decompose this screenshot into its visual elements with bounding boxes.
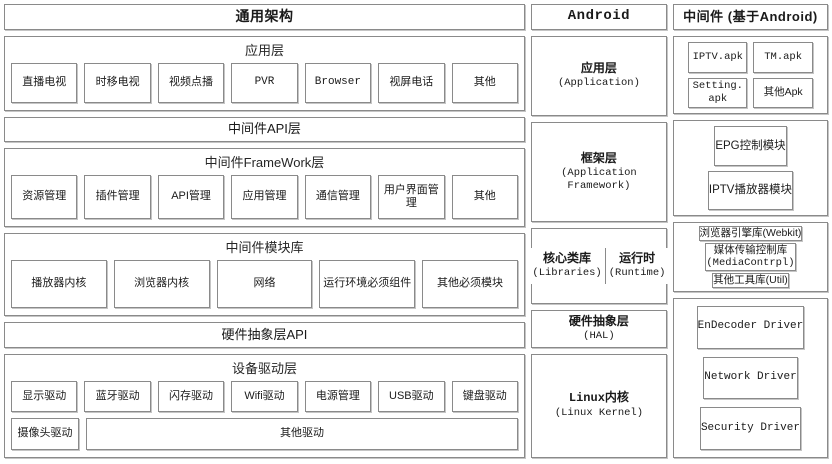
middleware-module-library-title: 中间件模块库 (225, 240, 304, 256)
mod-item-player-core[interactable]: 播放器内核 (11, 260, 107, 308)
app-item-live-tv[interactable]: 直播电视 (11, 62, 78, 103)
app-item-pvr[interactable]: PVR (231, 62, 298, 103)
driver-endecoder[interactable]: EnDecoder Driver (696, 306, 805, 349)
module-iptv-player[interactable]: IPTV播放器模块 (707, 170, 793, 210)
android-framework-layer[interactable]: 框架层 (Application Framework) (530, 122, 667, 222)
fw-item-plugin-mgmt[interactable]: 插件管理 (84, 175, 151, 220)
fw-item-other[interactable]: 其他 (451, 175, 518, 220)
left-column-header: 通用架构 (4, 4, 525, 30)
apk-setting[interactable]: Setting. apk (688, 77, 748, 108)
library-util-line1: 其他工具库(Util) (713, 274, 788, 287)
drv-item-flash[interactable]: 闪存驱动 (157, 380, 225, 413)
drv-item-bluetooth[interactable]: 蓝牙驱动 (84, 380, 151, 413)
column-android: Android 应用层 (Application) 框架层 (Applicati… (529, 4, 669, 458)
middleware-column-header: 中间件 (基于Android) (672, 4, 828, 30)
app-item-vod[interactable]: 视频点播 (157, 62, 225, 103)
library-media-transport[interactable]: 媒体传输控制库 (MediaContrpl) (705, 242, 796, 272)
drv-item-power[interactable]: 电源管理 (304, 380, 372, 413)
middleware-framework-row: 资源管理 插件管理 API管理 应用管理 通信管理 用户界面管理 其他 (11, 175, 518, 220)
drv-item-other[interactable]: 其他驱动 (86, 418, 518, 451)
android-hal-layer[interactable]: 硬件抽象层 (HAL) (530, 310, 667, 348)
android-runtime-en: (Runtime) (608, 267, 666, 280)
module-epg-control[interactable]: EPG控制模块 (714, 126, 787, 166)
application-layer-row: 直播电视 时移电视 视频点播 PVR Browser 视屏电话 其他 (11, 62, 518, 103)
android-application-layer-en: (Application) (557, 77, 640, 90)
column-general-architecture: 通用架构 应用层 直播电视 时移电视 视频点播 PVR Browser 视屏电话… (4, 4, 525, 459)
drv-item-keyboard[interactable]: 键盘驱动 (451, 380, 518, 413)
android-linux-kernel-cn: Linux内核 (568, 391, 629, 406)
apk-grid: IPTV.apk Setting. apk TM.apk 其他Apk (688, 42, 813, 108)
apk-column-right: TM.apk 其他Apk (753, 42, 813, 108)
android-runtime-cn: 运行时 (619, 251, 656, 266)
library-media-transport-line1: 媒体传输控制库 (713, 243, 788, 256)
library-media-transport-line2: (MediaContrpl) (706, 257, 795, 269)
android-framework-layer-cn: 框架层 (580, 150, 617, 165)
apk-other[interactable]: 其他Apk (753, 77, 813, 108)
app-item-timeshift-tv[interactable]: 时移电视 (84, 62, 151, 103)
apk-column-left: IPTV.apk Setting. apk (688, 42, 748, 108)
column-middleware-android: 中间件 (基于Android) IPTV.apk Setting. apk TM… (672, 4, 828, 458)
apk-iptv[interactable]: IPTV.apk (688, 42, 748, 73)
hardware-abstraction-api-bar: 硬件抽象层API (4, 321, 525, 348)
app-item-other[interactable]: 其他 (451, 62, 518, 103)
application-layer-title: 应用层 (244, 42, 284, 58)
middleware-module-library-row: 播放器内核 浏览器内核 网络 运行环境必须组件 其他必须模块 (11, 260, 518, 308)
drv-item-usb[interactable]: USB驱动 (378, 380, 445, 413)
android-hal-layer-en: (HAL) (583, 330, 615, 343)
group-middleware-drivers: EnDecoder Driver Network Driver Security… (672, 298, 828, 458)
device-driver-row-1: 显示驱动 蓝牙驱动 闪存驱动 Wifi驱动 电源管理 USB驱动 键盘驱动 (11, 380, 518, 413)
group-application-layer: 应用层 直播电视 时移电视 视频点播 PVR Browser 视屏电话 其他 (4, 35, 525, 111)
device-driver-layer-title: 设备驱动层 (231, 360, 297, 376)
fw-item-api-mgmt[interactable]: API管理 (157, 175, 225, 220)
mod-item-network[interactable]: 网络 (216, 260, 313, 308)
library-browser-engine[interactable]: 浏览器引擎库(Webkit) (698, 225, 803, 241)
group-device-driver-layer: 设备驱动层 显示驱动 蓝牙驱动 闪存驱动 Wifi驱动 电源管理 USB驱动 键… (4, 353, 525, 459)
mod-item-other-required[interactable]: 其他必须模块 (422, 260, 518, 308)
middleware-framework-title: 中间件FrameWork层 (204, 155, 325, 171)
android-libraries-cn: 核心类库 (543, 251, 592, 266)
drv-item-wifi[interactable]: Wifi驱动 (231, 380, 298, 413)
android-libraries[interactable]: 核心类库 (Libraries) (529, 248, 606, 284)
drv-item-camera[interactable]: 摄像头驱动 (11, 418, 79, 451)
device-driver-row-2: 摄像头驱动 其他驱动 (11, 418, 518, 451)
android-hal-layer-cn: 硬件抽象层 (568, 314, 629, 329)
mod-item-runtime-required[interactable]: 运行环境必须组件 (319, 260, 416, 308)
group-middleware-libraries: 浏览器引擎库(Webkit) 媒体传输控制库 (MediaContrpl) 其他… (672, 222, 828, 292)
app-item-video-phone[interactable]: 视屏电话 (378, 62, 445, 103)
drv-item-display[interactable]: 显示驱动 (11, 380, 78, 413)
driver-security[interactable]: Security Driver (699, 407, 801, 451)
app-item-browser[interactable]: Browser (304, 62, 372, 103)
middleware-api-layer-bar: 中间件API层 (4, 116, 525, 143)
driver-network[interactable]: Network Driver (703, 356, 798, 400)
library-util[interactable]: 其他工具库(Util) (712, 273, 789, 289)
group-apks: IPTV.apk Setting. apk TM.apk 其他Apk (672, 36, 828, 114)
android-linux-kernel-en: (Linux Kernel) (554, 407, 644, 420)
mod-item-browser-core[interactable]: 浏览器内核 (113, 260, 210, 308)
fw-item-ui-mgmt[interactable]: 用户界面管理 (378, 175, 445, 220)
group-middleware-framework: 中间件FrameWork层 资源管理 插件管理 API管理 应用管理 通信管理 … (4, 148, 525, 228)
group-middleware-modules: EPG控制模块 IPTV播放器模块 (672, 120, 828, 216)
apk-tm[interactable]: TM.apk (753, 42, 813, 73)
fw-item-comm-mgmt[interactable]: 通信管理 (304, 175, 372, 220)
android-libraries-runtime-row: 核心类库 (Libraries) 运行时 (Runtime) (529, 228, 669, 304)
library-browser-engine-line1: 浏览器引擎库(Webkit) (699, 226, 802, 239)
android-framework-layer-en: (Application Framework) (561, 166, 637, 192)
fw-item-resource-mgmt[interactable]: 资源管理 (11, 175, 78, 220)
group-middleware-module-library: 中间件模块库 播放器内核 浏览器内核 网络 运行环境必须组件 其他必须模块 (4, 233, 525, 316)
android-column-header: Android (530, 4, 667, 30)
android-application-layer-cn: 应用层 (580, 61, 617, 76)
fw-item-app-mgmt[interactable]: 应用管理 (231, 175, 298, 220)
android-runtime[interactable]: 运行时 (Runtime) (605, 248, 669, 284)
android-linux-kernel-layer[interactable]: Linux内核 (Linux Kernel) (530, 354, 667, 458)
android-libraries-en: (Libraries) (532, 267, 602, 280)
android-application-layer[interactable]: 应用层 (Application) (530, 36, 667, 116)
